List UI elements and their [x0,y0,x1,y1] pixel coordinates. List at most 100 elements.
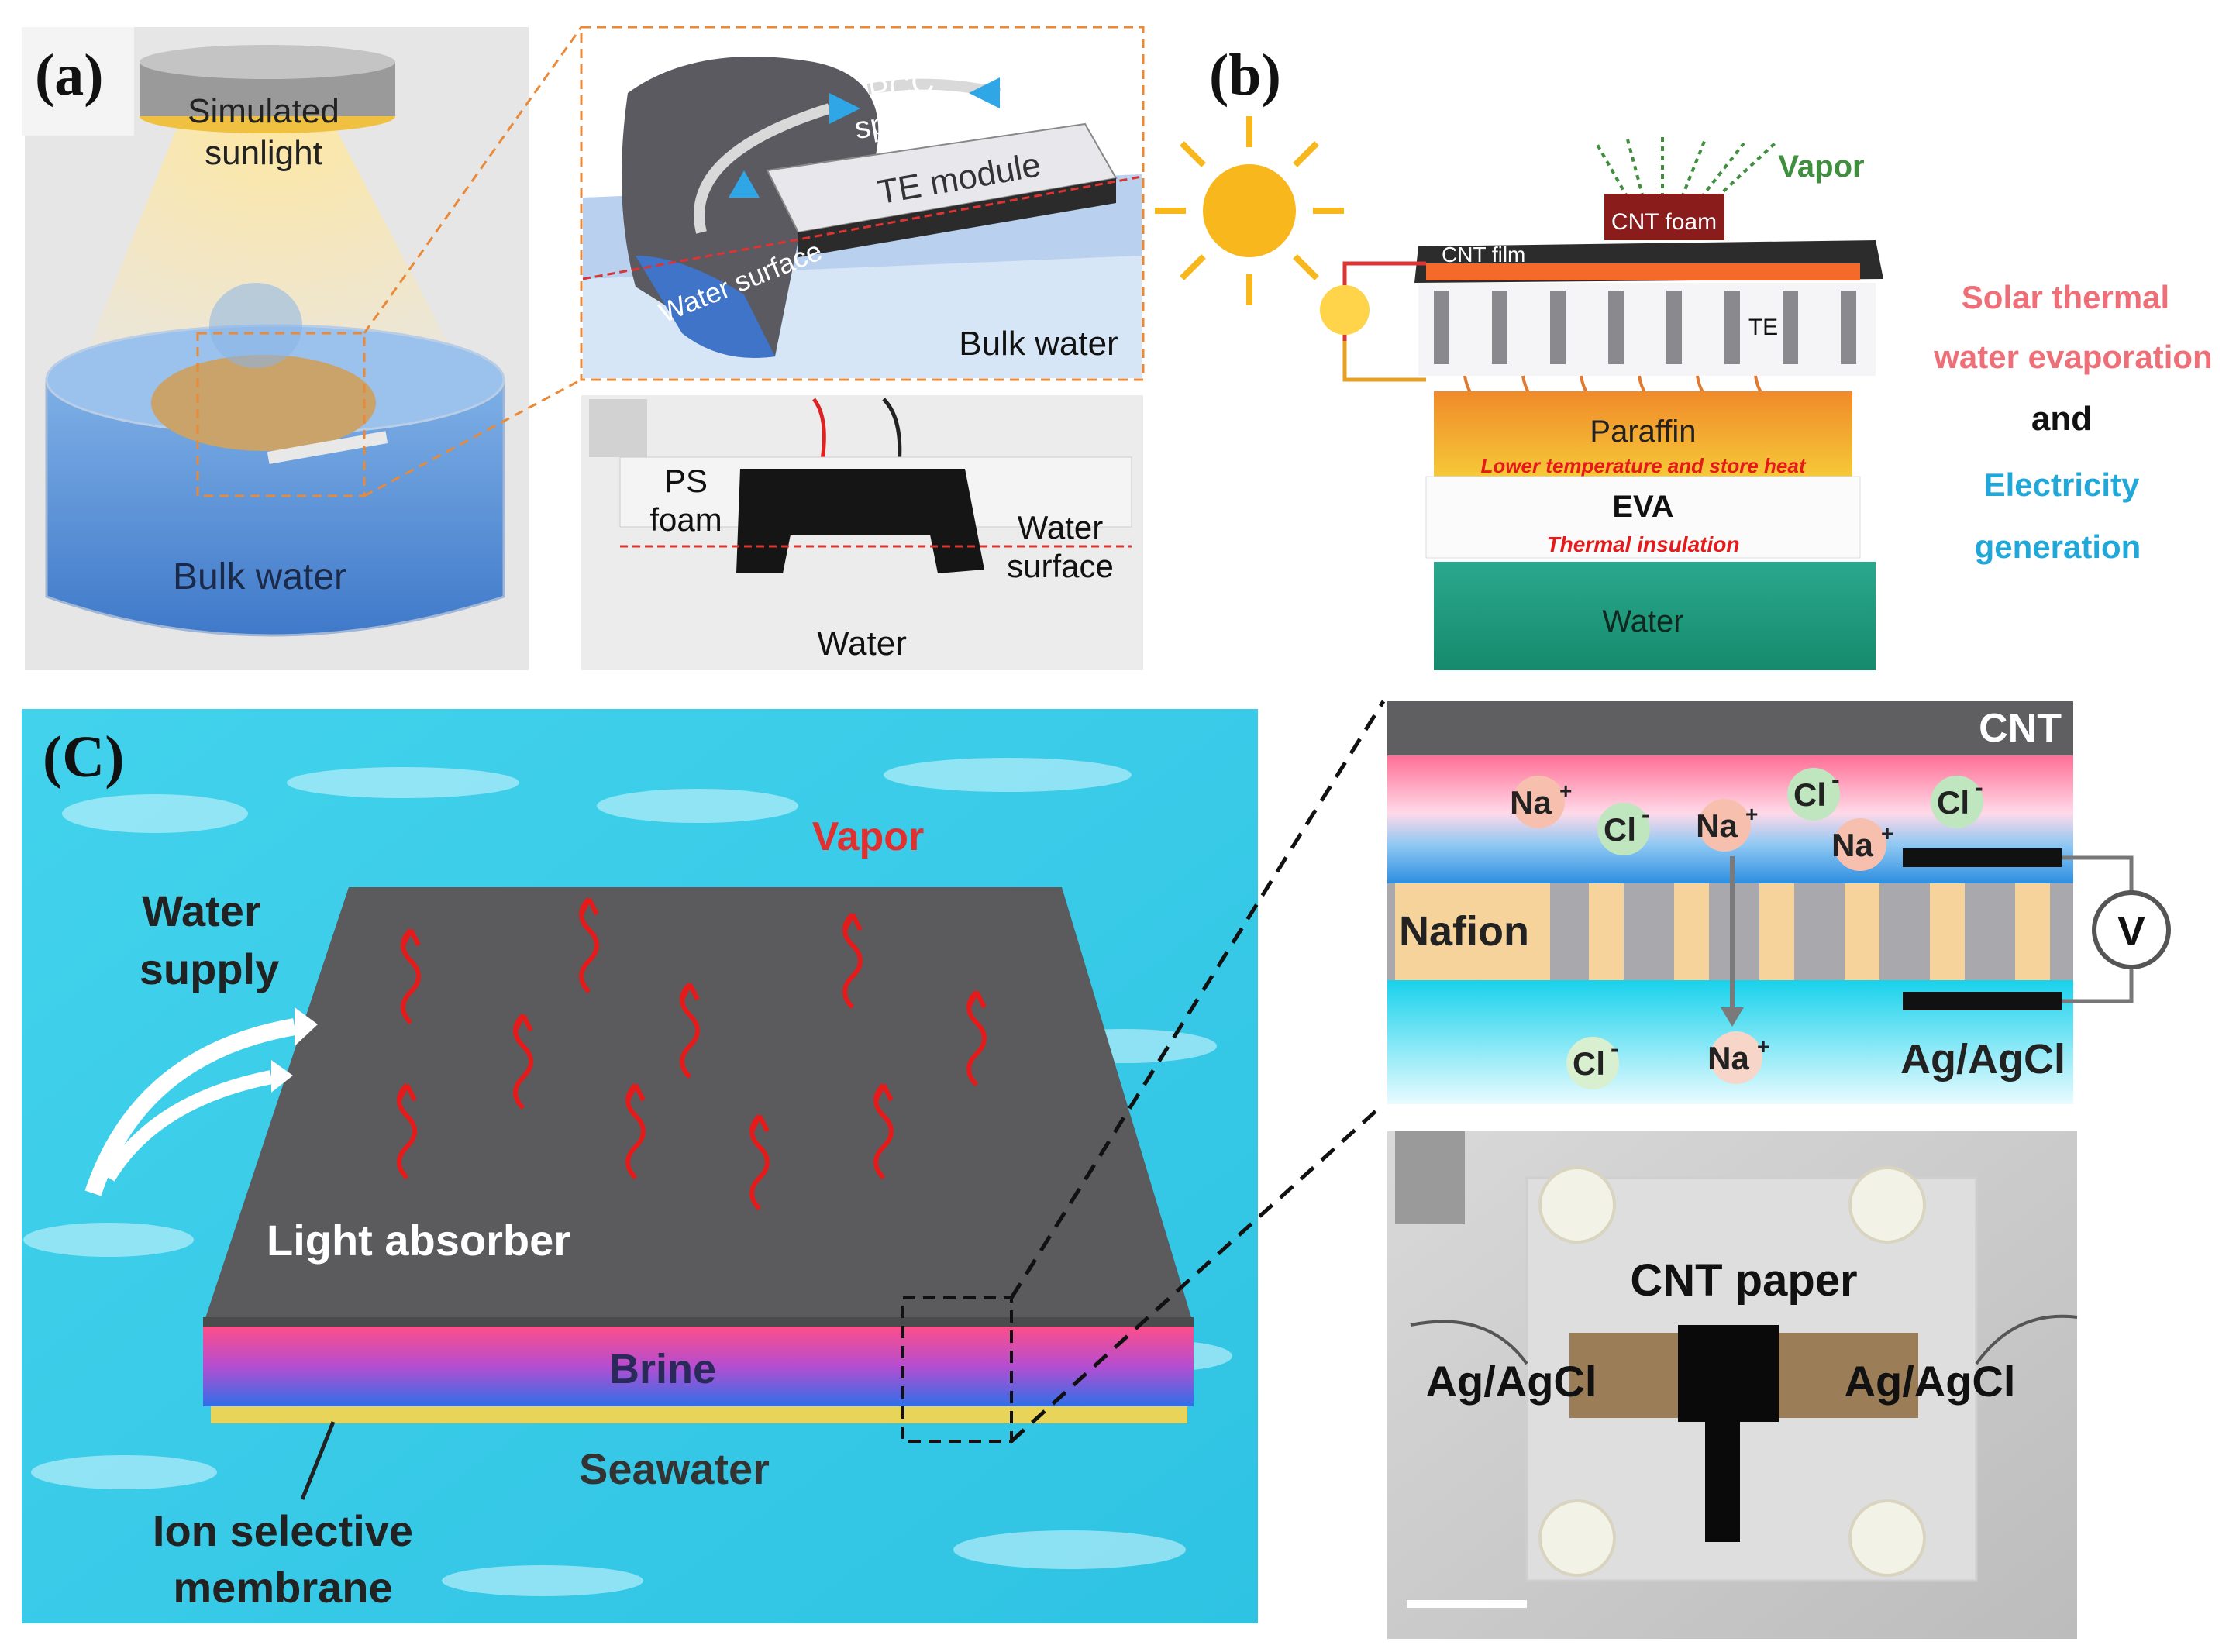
membrane-strip [211,1406,1187,1423]
ion-transport-head [1721,1007,1744,1027]
eva-note: Thermal insulation [1547,532,1740,556]
panel-a: (a) Simulated sunlight Bulk water P [22,26,1145,670]
ion-cl-3: Cl - [1931,773,1983,828]
photo-ps-2: foam [649,501,722,538]
nafion-stripes [1395,883,2050,980]
photo-c-screws [1538,1166,1926,1577]
side-text-5: generation [1975,528,2141,565]
zoom-line-2 [363,378,582,497]
zoom-cnt-layer [1387,701,2073,755]
cnt-foam [1604,194,1724,240]
lamp-top [140,45,395,79]
inset-red-line [582,175,1142,280]
volt-wire [2062,855,2134,1003]
cnt-foam-label: CNT foam [1611,209,1717,235]
svg-text:+: + [1757,1034,1769,1058]
eva-layer [1425,476,1861,559]
photo-cnt-paper-label: CNT paper [1630,1255,1857,1306]
panel-b-label: (b) [1209,43,1281,108]
lamp-label-1: Simulated [188,92,339,130]
supply-head-2 [271,1060,293,1093]
te-legs [798,178,1116,257]
side-text-2: water evaporation [1933,339,2212,375]
membrane-label-2: membrane [173,1563,392,1612]
voltmeter-label: V [2117,908,2145,955]
paraffin-label: Paraffin [1590,415,1696,449]
photo-wire-black [882,398,902,466]
svg-text:Na: Na [1510,784,1552,821]
electrode-top [1903,848,2062,867]
svg-text:Cl: Cl [1604,811,1636,848]
svg-text:-: - [1642,800,1650,828]
circuit-wire-2 [1342,341,1426,382]
svg-text:Na: Na [1831,827,1873,863]
svg-text:-: - [1975,773,1983,801]
photo-wire-red [811,398,826,466]
vapor-label-b: Vapor [1778,150,1864,184]
photo-c-wire-left [1410,1320,1528,1365]
supply-arrow-1 [84,1018,296,1196]
svg-text:Na: Na [1696,807,1738,844]
vapor-plume [209,283,302,368]
photo-pcc [736,469,984,573]
svg-text:+: + [1559,779,1572,803]
water-b-label: Water [1602,604,1683,638]
zoom-box-a [196,332,366,497]
panel-c: (C) Vapor Water supply Light absorber Br… [22,700,2171,1639]
te-block [1418,283,1876,376]
flow-head-3 [729,170,760,198]
zoom-line-1 [363,26,583,334]
membrane-label-1: Ion selective [153,1506,413,1555]
svg-text:Cl: Cl [1937,784,1969,821]
ion-cl-4: Cl - [1566,1034,1619,1089]
cnt-film-heat [1426,263,1860,280]
photo-a-corner [589,399,647,457]
voltmeter-icon [2092,890,2171,969]
photo-right-label: Ag/AgCl [1845,1357,2016,1406]
photo-surface-1: Water [1018,509,1103,546]
flow-head-1 [829,93,860,124]
pcc-sponge-under [636,256,775,358]
photo-c-corner [1395,1131,1465,1224]
absorber-label: Light absorber [267,1216,570,1265]
panel-b: (b) Vapor CNT foam [1155,43,2213,670]
water-b [1434,562,1876,670]
scale-bar [1407,1600,1527,1608]
sponge [151,355,376,451]
panel-a-label: (a) [35,43,104,108]
photo-c-cnt-strip [1705,1422,1740,1542]
photo-c-cnt-paper [1678,1325,1779,1422]
zoom-cnt-label: CNT [1979,706,2062,751]
zoom-line-c1 [1009,700,1386,1299]
svg-text:+: + [1881,821,1893,845]
photo-left-label: Ag/AgCl [1426,1357,1597,1406]
absorber-edge [203,1317,1194,1327]
panel-a-label-box [22,27,134,136]
supply-arrow-2 [102,1070,273,1182]
zoom-nafion-label: Nafion [1399,908,1529,955]
ion-na-3: Na + [1831,818,1893,871]
seawater-label: Seawater [579,1444,770,1493]
svg-text:Cl: Cl [1793,776,1826,813]
light-absorber [203,887,1194,1325]
bulb-icon [1320,285,1370,335]
absorber-side [203,1325,1194,1406]
side-text-4: Electricity [1984,466,2140,503]
te-legs-b [1434,291,1856,364]
ion-cl-1: Cl - [1597,800,1650,855]
svg-text:-: - [1831,766,1840,793]
water-supply-1: Water [142,886,261,935]
te-strip [267,431,388,464]
flow-head-2 [969,77,1000,108]
svg-text:Cl: Cl [1573,1045,1605,1082]
vapor-squiggles [397,897,987,1211]
svg-text:-: - [1611,1034,1619,1062]
supply-head-1 [295,1007,318,1046]
vapor-arrows [1595,136,1776,199]
membrane-pointer [300,1421,336,1500]
beaker-label: Bulk water [173,556,346,597]
water-supply-2: supply [140,945,279,993]
zoom-box-c [901,1296,1013,1443]
te-label-b: TE [1748,315,1778,340]
